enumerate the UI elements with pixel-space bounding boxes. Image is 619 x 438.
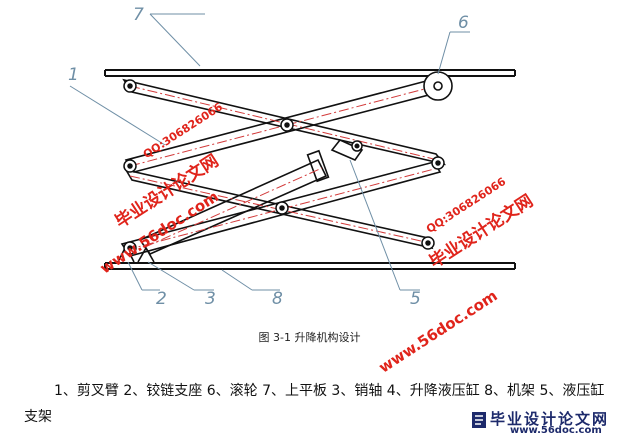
callout-6: 6 [458, 13, 469, 33]
callout-7: 7 [133, 5, 144, 25]
site-logo: 毕业设计论文网 www.56doc.com [470, 408, 616, 436]
parts-legend: 1、剪叉臂 2、铰链支座 6、滚轮 7、上平板 3、销轴 4、升降液压缸 8、机… [24, 383, 605, 425]
upper-plate [104, 69, 516, 77]
figure-caption: 图 3-1 升降机构设计 [258, 331, 361, 344]
logo-url: www.56doc.com [510, 425, 602, 436]
base-frame [104, 262, 516, 270]
callout-1: 1 [68, 65, 79, 85]
watermark-left: 毕业设计论文网 www.56doc.com QQ:306826066 [97, 100, 226, 277]
watermark-right: 毕业设计论文网 www.56doc.com QQ:306826066 [375, 175, 536, 377]
pins [123, 79, 445, 255]
callout-8: 8 [272, 289, 283, 309]
callout-2: 2 [156, 289, 167, 309]
hydraulic-cylinder [138, 158, 328, 255]
logo-title: 毕业设计论文网 [490, 410, 610, 428]
logo-mark-icon [472, 412, 486, 428]
callout-3: 3 [205, 289, 216, 309]
leader-lines [69, 13, 470, 291]
callout-5: 5 [410, 289, 421, 309]
roller [423, 71, 453, 101]
cylinder-rod [306, 149, 330, 183]
